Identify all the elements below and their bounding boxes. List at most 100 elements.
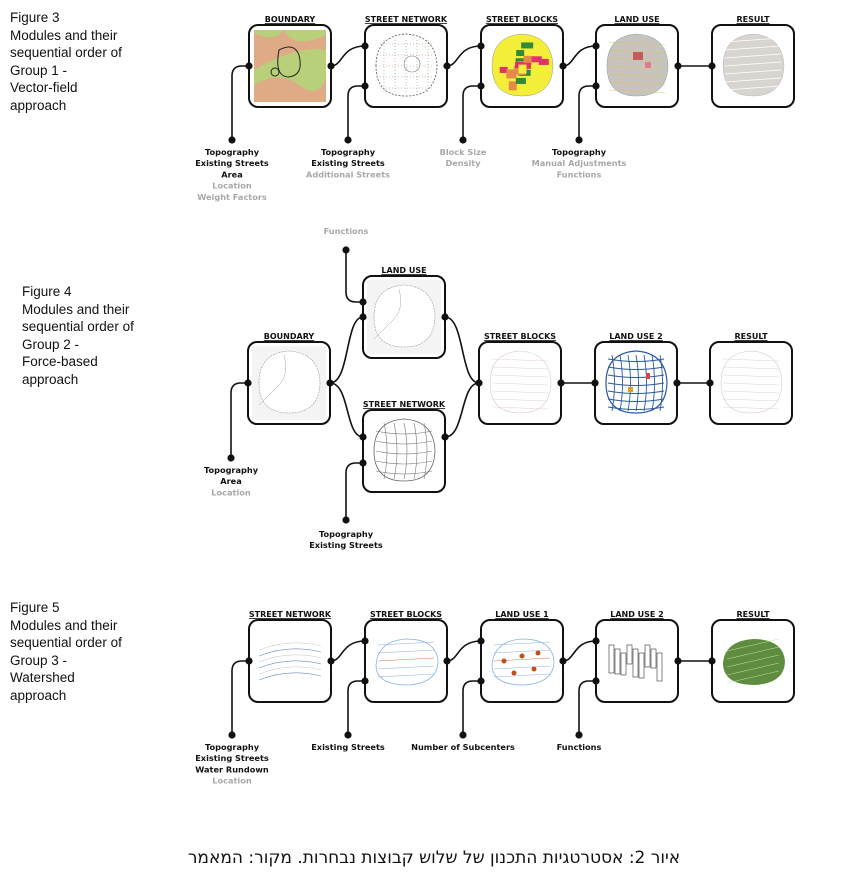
connector-node (344, 731, 352, 739)
module-title: LAND USE 2 (610, 610, 663, 619)
connector-node (674, 657, 682, 665)
connector-line (347, 680, 365, 735)
module-land-use-2[interactable]: LAND USE 2 (595, 610, 679, 703)
connector-line (345, 462, 363, 520)
connector-line (347, 85, 365, 140)
figure-label-line: approach (10, 687, 67, 703)
module-street-blocks[interactable]: STREET BLOCKS (480, 15, 564, 108)
connector-line (562, 45, 597, 67)
module-street-blocks[interactable]: STREET BLOCKS (364, 610, 448, 703)
connector-node (477, 82, 485, 90)
connector-node (706, 379, 714, 387)
connector-node (361, 42, 369, 50)
input-label: Topography (204, 465, 259, 475)
figure-label-line: Vector-field (10, 80, 78, 96)
module-result[interactable]: RESULT (711, 610, 795, 703)
module-boundary[interactable]: BOUNDARY (248, 15, 332, 108)
connector-line (462, 85, 481, 140)
module-title: LAND USE 2 (609, 332, 662, 341)
connector-node (327, 62, 335, 70)
connector-node (475, 379, 483, 387)
figure-caption: איור 2: אסטרטגיות התכנון של שלוש קבוצות … (187, 848, 681, 868)
connector-line (462, 680, 481, 735)
module-result[interactable]: RESULT (709, 332, 793, 425)
figure-label-line: Group 1 - (10, 62, 68, 78)
module-street-network[interactable]: STREET NETWORK (364, 15, 448, 108)
figure-label-line: Modules and their (10, 617, 118, 633)
input-label: Number of Subcenters (411, 742, 515, 752)
connector-node (477, 42, 485, 50)
module-title: STREET NETWORK (363, 400, 446, 409)
module-title: BOUNDARY (265, 15, 316, 24)
module-title: STREET NETWORK (249, 610, 332, 619)
connector-line (446, 640, 482, 662)
connector-node (443, 657, 451, 665)
connector-node (443, 62, 451, 70)
input-label: Topography (205, 742, 260, 752)
connector-line (345, 250, 363, 303)
connector-node (244, 379, 252, 387)
module-boundary[interactable]: BOUNDARY (247, 332, 331, 425)
input-label-optional: Weight Factors (197, 192, 267, 202)
connector-node (245, 62, 253, 70)
input-label: Existing Streets (311, 742, 385, 752)
connector-line (444, 316, 480, 384)
module-land-use[interactable]: LAND USE (362, 266, 446, 359)
connector-node (459, 136, 467, 144)
connector-node (708, 657, 716, 665)
connector-node (477, 637, 485, 645)
connector-node (708, 62, 716, 70)
connector-node (228, 731, 236, 739)
connector-node (673, 379, 681, 387)
connector-line (230, 382, 248, 458)
input-label: Existing Streets (309, 540, 383, 550)
module-title: LAND USE (614, 15, 659, 24)
input-label-optional: Additional Streets (306, 169, 390, 179)
module-street-network[interactable]: STREET NETWORK (248, 610, 332, 703)
connector-node (591, 379, 599, 387)
connector-line (231, 65, 249, 140)
module-land-use-2[interactable]: LAND USE 2 (594, 332, 678, 425)
module-street-network[interactable]: STREET NETWORK (362, 400, 446, 493)
input-label: Existing Streets (195, 753, 269, 763)
module-title: RESULT (734, 332, 768, 341)
module-title: RESULT (736, 610, 770, 619)
connector-node (359, 298, 367, 306)
module-title: LAND USE 1 (495, 610, 549, 619)
figure-label-line: Group 3 - (10, 652, 68, 668)
connector-node (559, 62, 567, 70)
connector-node (477, 677, 485, 685)
connector-node (559, 657, 567, 665)
connector-node (361, 677, 369, 685)
input-label: Existing Streets (311, 158, 385, 168)
module-land-use[interactable]: LAND USE (595, 15, 679, 108)
module-result[interactable]: RESULT (711, 15, 795, 108)
connector-node (592, 677, 600, 685)
connector-node (342, 246, 350, 254)
connector-line (562, 640, 597, 662)
figure-label-line: sequential order of (10, 635, 122, 651)
connector-line (329, 316, 364, 384)
figure-label-line: approach (10, 97, 67, 113)
connector-node (459, 731, 467, 739)
connector-node (592, 42, 600, 50)
connector-node (342, 516, 350, 524)
connector-node (361, 637, 369, 645)
input-label-optional: Density (445, 158, 481, 168)
figure-label-line: sequential order of (22, 319, 134, 335)
input-label-optional: Functions (324, 226, 369, 236)
connector-line (444, 382, 480, 438)
input-label: Water Rundown (195, 764, 269, 774)
figure-label-line: Watershed (10, 670, 75, 686)
connector-node (441, 433, 449, 441)
module-title: STREET BLOCKS (484, 332, 556, 341)
input-label-optional: Location (212, 181, 252, 191)
module-street-blocks[interactable]: STREET BLOCKS (478, 332, 562, 425)
figure-label-line: Figure 3 (10, 10, 60, 25)
figure-label-line: Modules and their (10, 27, 118, 43)
module-land-use-1[interactable]: LAND USE 1 (480, 610, 564, 703)
input-label-optional: Functions (557, 169, 602, 179)
